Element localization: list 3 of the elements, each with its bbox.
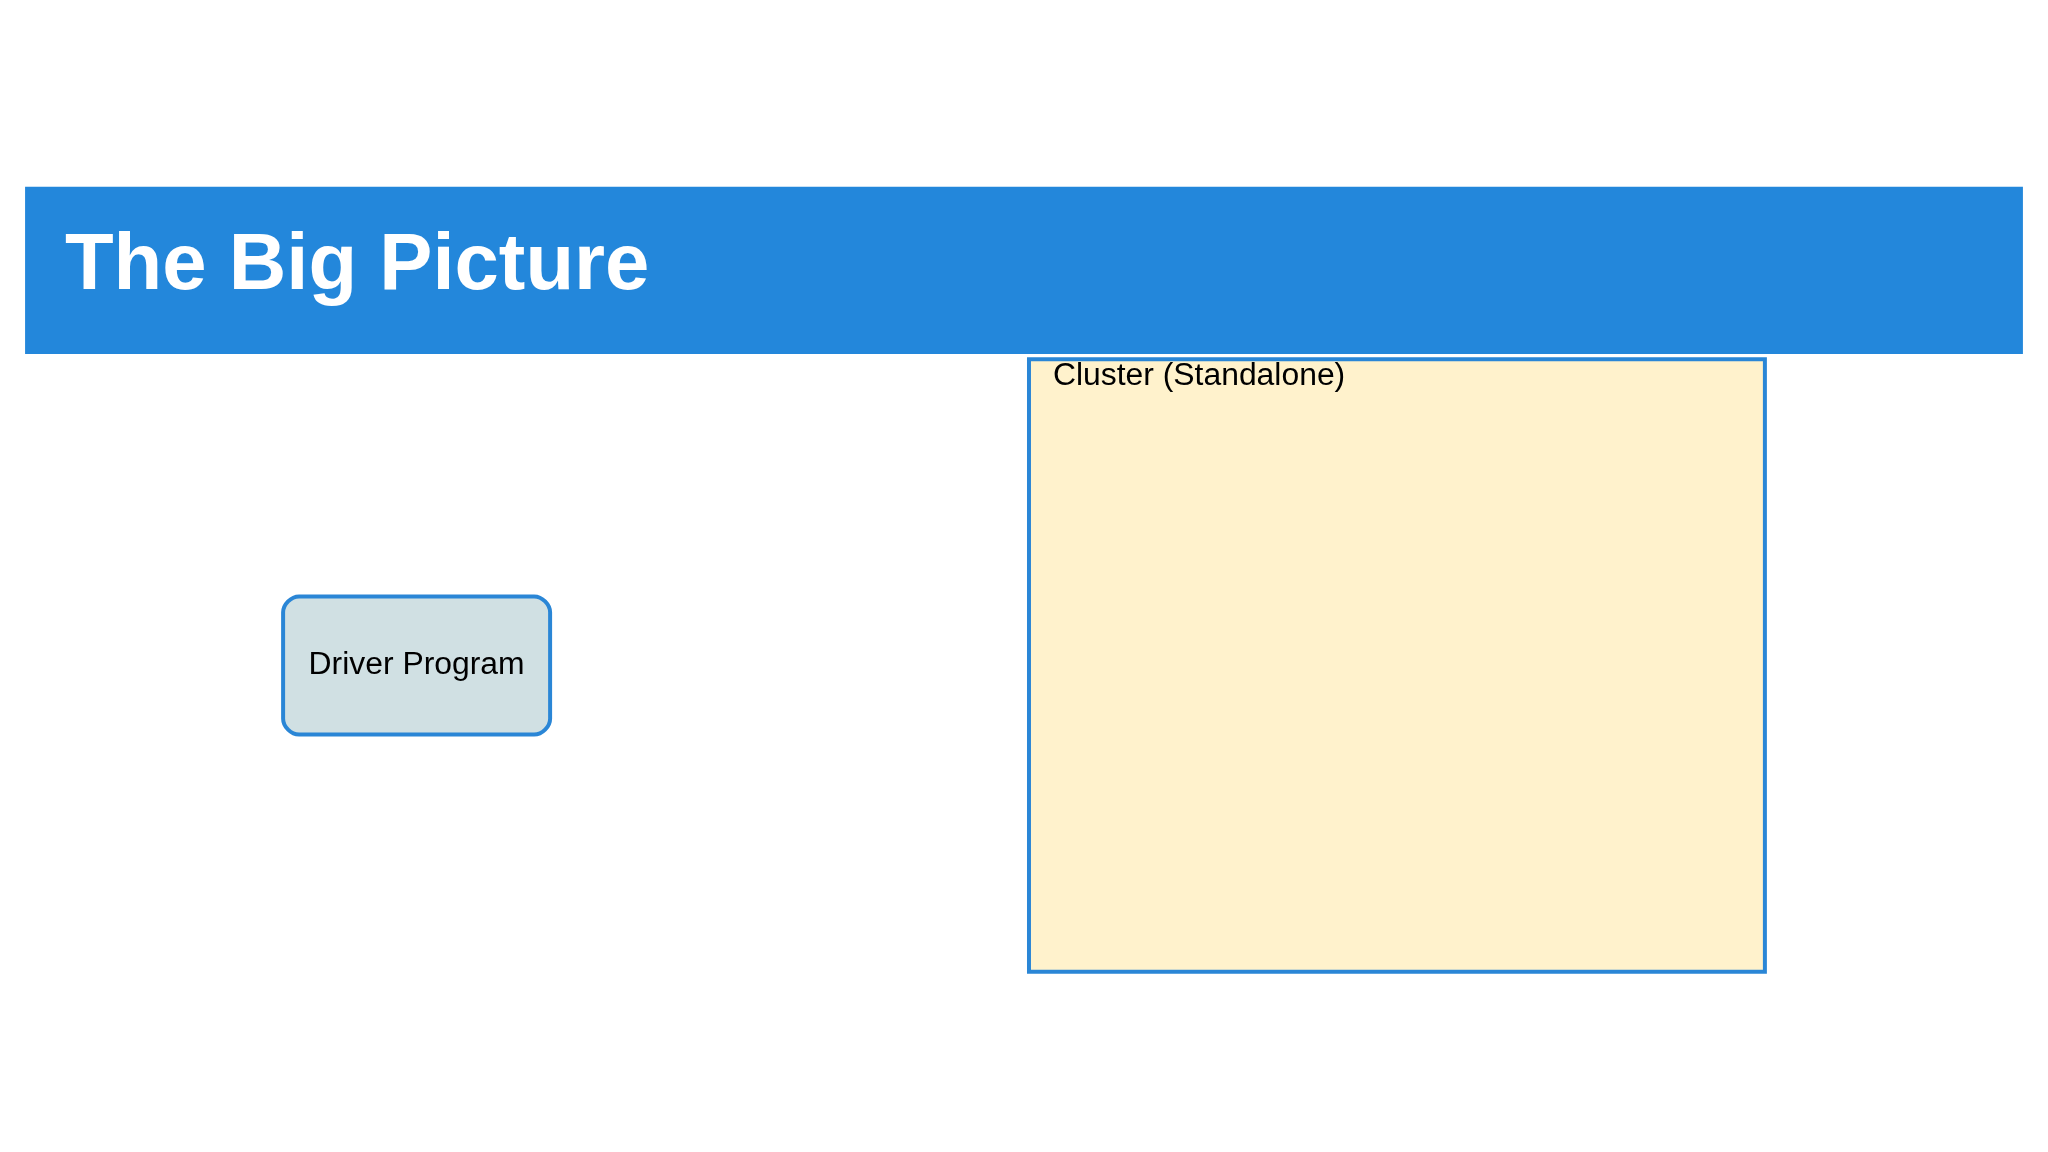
diagram-title: The Big Picture <box>64 216 650 306</box>
node-box: Driver Program <box>281 593 553 737</box>
node-box: Cluster (Standalone) <box>1027 356 1767 974</box>
